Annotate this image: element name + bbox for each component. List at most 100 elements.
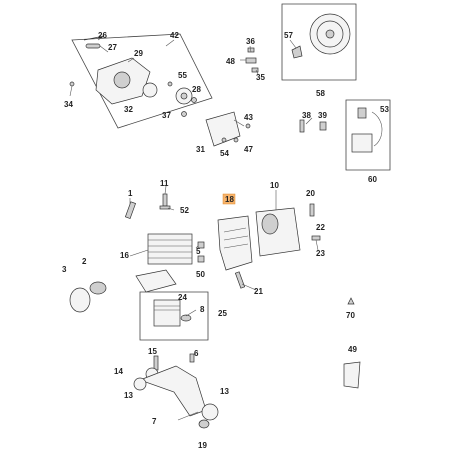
parts-70-49	[343, 297, 361, 389]
callout-58: 58	[316, 89, 325, 98]
callout-13a: 13	[124, 391, 133, 400]
callout-50: 50	[196, 270, 205, 279]
callout-20: 20	[306, 189, 315, 198]
part-2	[89, 281, 107, 295]
callout-32: 32	[124, 105, 133, 114]
rewind-spring	[142, 82, 158, 98]
callout-6: 6	[194, 349, 199, 358]
callout-19: 19	[198, 441, 207, 450]
callout-2: 2	[82, 257, 87, 266]
flywheel-group	[281, 3, 357, 81]
washer-52	[159, 205, 171, 210]
callout-36: 36	[246, 37, 255, 46]
heat-shield-18	[217, 215, 253, 271]
callout-57: 57	[284, 31, 293, 40]
starter-housing-hub	[113, 71, 131, 89]
callout-8: 8	[200, 305, 205, 314]
gasket-plate	[205, 111, 241, 147]
callout-23: 23	[316, 249, 325, 258]
bearing-13a	[133, 377, 147, 391]
callout-60: 60	[368, 175, 377, 184]
starter-group	[69, 33, 213, 129]
piston-frame	[139, 291, 209, 341]
ignition-frame	[345, 99, 391, 171]
screw-28	[191, 97, 197, 103]
screw-43	[245, 123, 251, 129]
fasteners-36-48-35	[245, 47, 259, 73]
ignition-wire	[371, 111, 383, 147]
callout-16: 16	[120, 251, 129, 260]
screw-47	[233, 137, 239, 143]
callout-43: 43	[244, 113, 253, 122]
callout-53: 53	[380, 105, 389, 114]
left-parts	[69, 281, 107, 313]
starter-grip	[85, 43, 101, 49]
bolts-left	[124, 193, 171, 219]
screw-34	[69, 81, 75, 87]
callout-15: 15	[148, 347, 157, 356]
part-38	[299, 119, 305, 133]
muffler-outlet	[261, 213, 279, 235]
ignition-group	[345, 99, 391, 171]
callout-18-highlight	[222, 193, 236, 205]
leader-lines	[97, 35, 319, 421]
callout-55: 55	[178, 71, 187, 80]
callout-54: 54	[220, 149, 229, 158]
screw-54	[221, 137, 227, 143]
flywheel-hub	[325, 29, 335, 39]
piston-group	[139, 291, 209, 341]
screw-50	[197, 255, 205, 263]
parts-38-39	[299, 119, 327, 133]
spark-plug-cap	[357, 107, 367, 119]
muffler-body	[255, 207, 301, 257]
callout-11: 11	[160, 179, 169, 188]
spring-48	[245, 57, 257, 64]
callout-47: 47	[244, 145, 253, 154]
callout-10: 10	[270, 181, 279, 190]
cylinder-body	[147, 233, 193, 265]
callout-49: 49	[348, 345, 357, 354]
seal-19	[198, 419, 210, 429]
starter-frame	[71, 33, 213, 129]
piston	[153, 299, 181, 327]
callout-29: 29	[134, 49, 143, 58]
flywheel-key	[291, 45, 303, 59]
part-70-icon	[347, 297, 355, 305]
bolt-20	[309, 203, 315, 217]
callout-24: 24	[178, 293, 187, 302]
callout-25: 25	[218, 309, 227, 318]
cylinder	[135, 233, 205, 293]
starter-handle	[83, 35, 105, 41]
piston-pin	[180, 314, 192, 322]
callout-3: 3	[62, 265, 67, 274]
bolt-23	[311, 235, 321, 241]
callout-14: 14	[114, 367, 123, 376]
stud-21	[234, 271, 246, 289]
callout-labels: 26 27 29 42 34 32 37 55 28 36 48 35 57 5…	[62, 31, 389, 450]
bolt-11	[162, 193, 168, 207]
callout-26: 26	[98, 31, 107, 40]
part-39	[319, 121, 327, 131]
starter-pulley-hub	[180, 92, 188, 100]
callout-1: 1	[128, 189, 133, 198]
crankshaft-group	[133, 353, 219, 429]
callout-28: 28	[192, 85, 201, 94]
nut-35	[251, 67, 259, 73]
callout-5: 5	[196, 247, 201, 256]
screw-55	[167, 81, 173, 87]
callout-35: 35	[256, 73, 265, 82]
part-3	[69, 287, 91, 313]
heat-shield	[217, 215, 253, 271]
callout-34: 34	[64, 100, 73, 109]
callout-38: 38	[302, 111, 311, 120]
stud-15	[153, 355, 159, 371]
callout-7: 7	[152, 417, 157, 426]
callout-22: 22	[316, 223, 325, 232]
callout-42: 42	[170, 31, 179, 40]
callout-13b: 13	[220, 387, 229, 396]
callout-37: 37	[162, 111, 171, 120]
callout-70: 70	[346, 311, 355, 320]
callout-27: 27	[108, 43, 117, 52]
ignition-coil	[351, 133, 373, 153]
callout-18: 18	[225, 195, 234, 204]
